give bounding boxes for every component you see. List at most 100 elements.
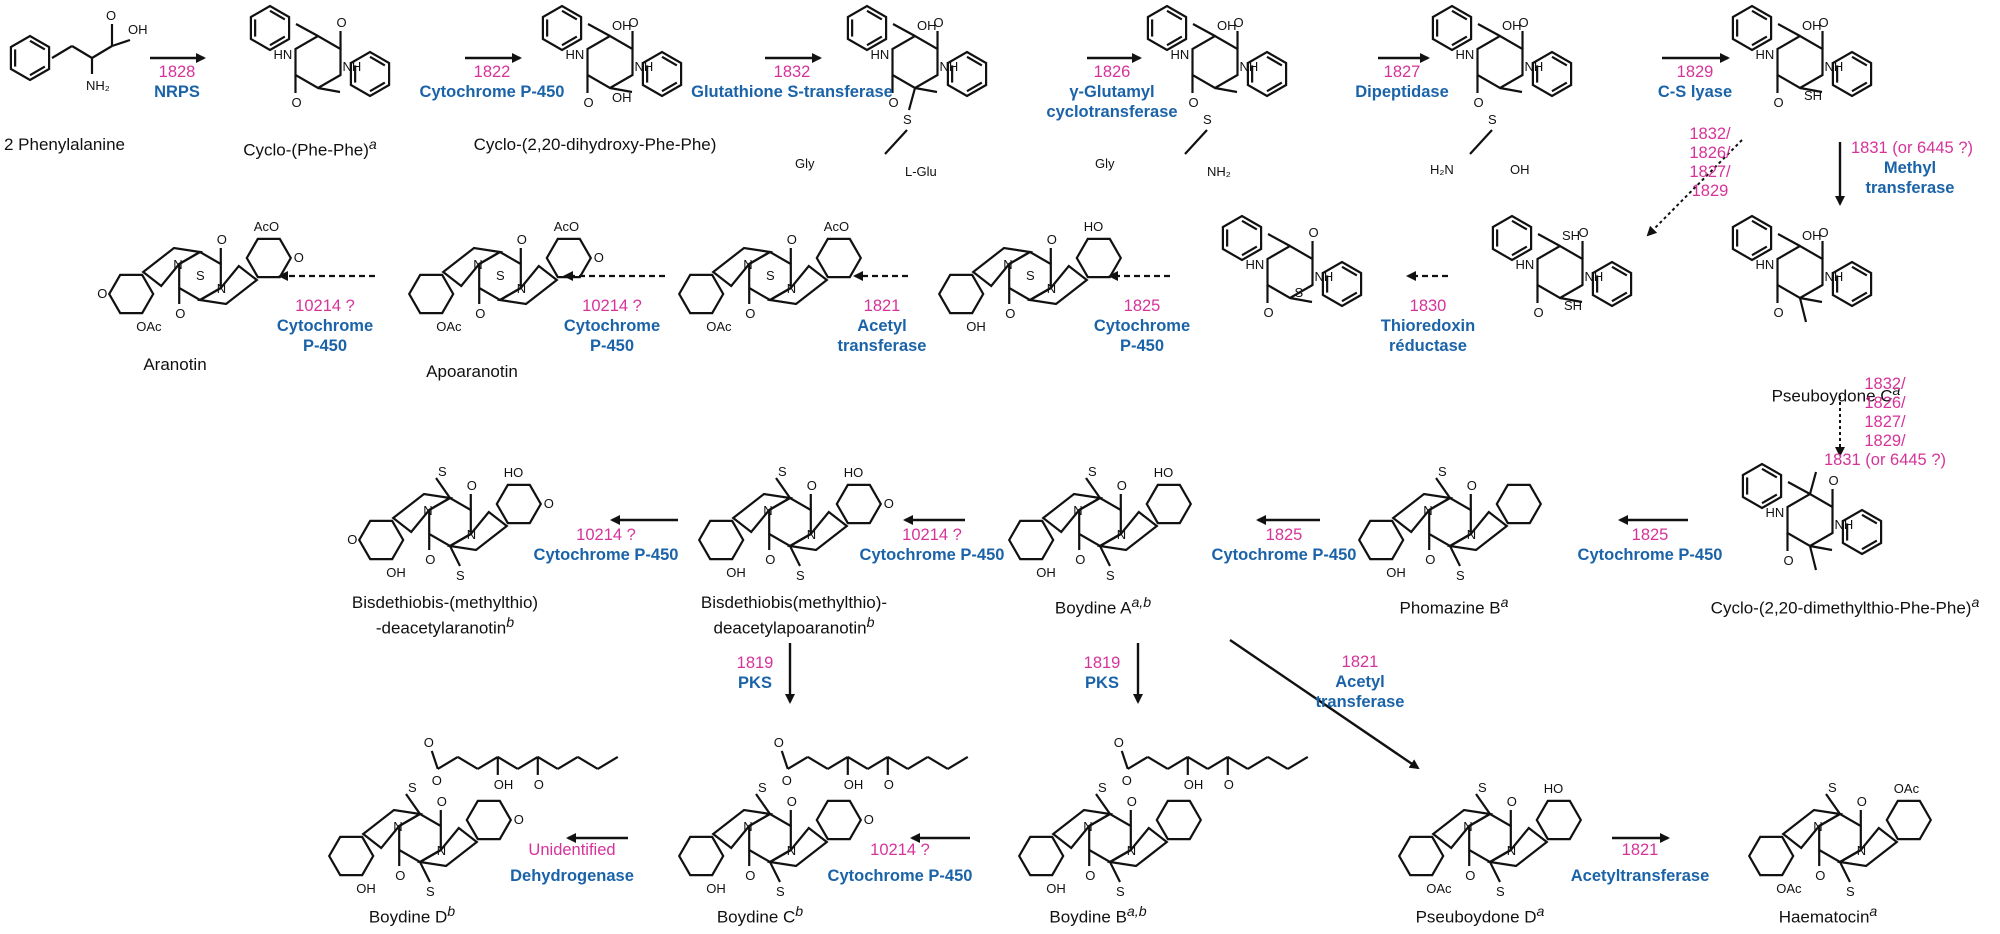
cyclohexadiene-ring <box>677 835 725 877</box>
ester-carbonyl-bond <box>430 750 439 770</box>
atom-label-oh: OH <box>1502 18 1522 33</box>
double-bond <box>1266 55 1283 67</box>
label-cyclo-dihydroxy: Cyclo-(2,20-dihydroxy-Phe-Phe) <box>473 135 717 154</box>
step-1828-number: 1828 <box>158 63 196 81</box>
double-bond <box>661 55 678 67</box>
atom-label-nh2: NH₂ <box>1207 164 1231 179</box>
atom-label-oh: OH <box>356 881 376 896</box>
atom-label-o: O <box>1075 552 1085 567</box>
polyketide-chain-bond <box>437 756 459 770</box>
atom-label-o: O <box>1579 225 1589 240</box>
atom-label-o: O <box>1829 473 1839 488</box>
atom-label-o: O <box>884 496 894 511</box>
benzene-ring <box>1221 214 1263 262</box>
methylthio-bond <box>1475 793 1491 815</box>
methylthio-bond <box>1085 477 1101 499</box>
atom-label-o: O <box>934 15 944 30</box>
methylene-bond <box>1777 23 1801 37</box>
atom-label-oh: OH <box>706 881 726 896</box>
methylthio-bond <box>405 793 421 815</box>
double-bond <box>369 81 386 93</box>
atom-label-o: O <box>1507 794 1517 809</box>
atom-label-oh: OH <box>917 18 937 33</box>
step-1825-top-number: 1825 <box>1123 297 1161 315</box>
pyrrolidine-ring <box>711 246 774 288</box>
label-boydine-b: Boydine Ba,b <box>1049 904 1147 927</box>
methylthio-bond <box>1808 471 1818 495</box>
pyrrolidine-ring <box>766 264 829 306</box>
methylthio-bond <box>1099 545 1111 567</box>
methylthio-bond <box>755 793 771 815</box>
atom-label-o: O <box>294 250 304 265</box>
atom-label-o: O <box>514 812 524 827</box>
cyclohexadiene-ring <box>1155 799 1203 841</box>
double-bond <box>1751 245 1768 257</box>
pyrrolidine-ring <box>1431 808 1494 850</box>
acid-bond <box>111 38 131 48</box>
double-bond <box>1851 81 1868 93</box>
chain-bond <box>91 45 113 59</box>
atom-label-o: O <box>432 773 442 788</box>
label-phenylalanine: 2 Phenylalanine <box>4 135 125 154</box>
pyrrolidine-ring <box>446 510 509 552</box>
double-bond <box>1511 245 1528 257</box>
atom-label-s: S <box>796 568 805 583</box>
polyketide-chain-bond <box>537 756 559 770</box>
methylene-bond <box>1289 296 1313 304</box>
atom-label-gly: Gly <box>795 156 815 171</box>
polyketide-chain-bond <box>1267 756 1289 770</box>
label-aranotin: Aranotin <box>143 355 207 374</box>
atom-label-s: S <box>1456 568 1465 583</box>
atom-label-s: S <box>1438 464 1447 479</box>
atom-label-oh: OH <box>1802 228 1822 243</box>
atom-label-s: S <box>438 464 447 479</box>
atom-label-s: S <box>408 780 417 795</box>
cyclohexadiene-ring <box>1017 835 1065 877</box>
double-bond <box>966 55 983 67</box>
methylthio-bond <box>1095 793 1111 815</box>
step-1829-number: 1829 <box>1676 63 1714 81</box>
atom-label-oh: OH <box>386 565 406 580</box>
polyketide-chain-bond <box>597 756 619 770</box>
atom-label-s: S <box>456 568 465 583</box>
pyrrolidine-ring <box>1781 808 1844 850</box>
oxepine-ring <box>835 483 883 525</box>
atom-label-hn: HN <box>1765 505 1784 520</box>
atom-label-o: O <box>884 777 894 792</box>
step-1821-bot-number: 1821 <box>1621 841 1659 859</box>
label-phomazine-b: Phomazine Ba <box>1399 595 1509 618</box>
methylthio-bond <box>769 861 781 883</box>
atom-label-oac: OAc <box>1426 881 1452 896</box>
step-1829-enzyme: C-S lyase <box>1657 83 1733 101</box>
atom-label-s: S <box>766 268 775 283</box>
double-bond <box>269 35 286 47</box>
atom-label-oh: OH <box>1184 777 1204 792</box>
atom-label-o: O <box>807 478 817 493</box>
atom-label-o: O <box>395 868 405 883</box>
chain-bond <box>51 45 73 59</box>
atom-label-sh: SH <box>1564 298 1582 313</box>
methylene-bond <box>914 86 938 94</box>
atom-label-oh: OH <box>612 90 632 105</box>
double-bond <box>1611 265 1628 277</box>
chain-bond <box>1184 129 1208 155</box>
atom-label-s: S <box>758 780 767 795</box>
polyketide-chain-bond <box>457 756 479 770</box>
atom-label-o: O <box>745 868 755 883</box>
benzene-ring <box>1731 4 1773 52</box>
methylthio-bond <box>1798 297 1808 323</box>
atom-label-oh: OH <box>1217 18 1237 33</box>
step-1826-number: 1826 <box>1093 63 1131 81</box>
double-bond <box>1761 493 1778 505</box>
atom-label-ho: HO <box>844 465 864 480</box>
pyrrolidine-ring <box>1836 826 1899 868</box>
atom-label-oh: OH <box>128 22 148 37</box>
methylene-bond <box>1477 23 1501 37</box>
